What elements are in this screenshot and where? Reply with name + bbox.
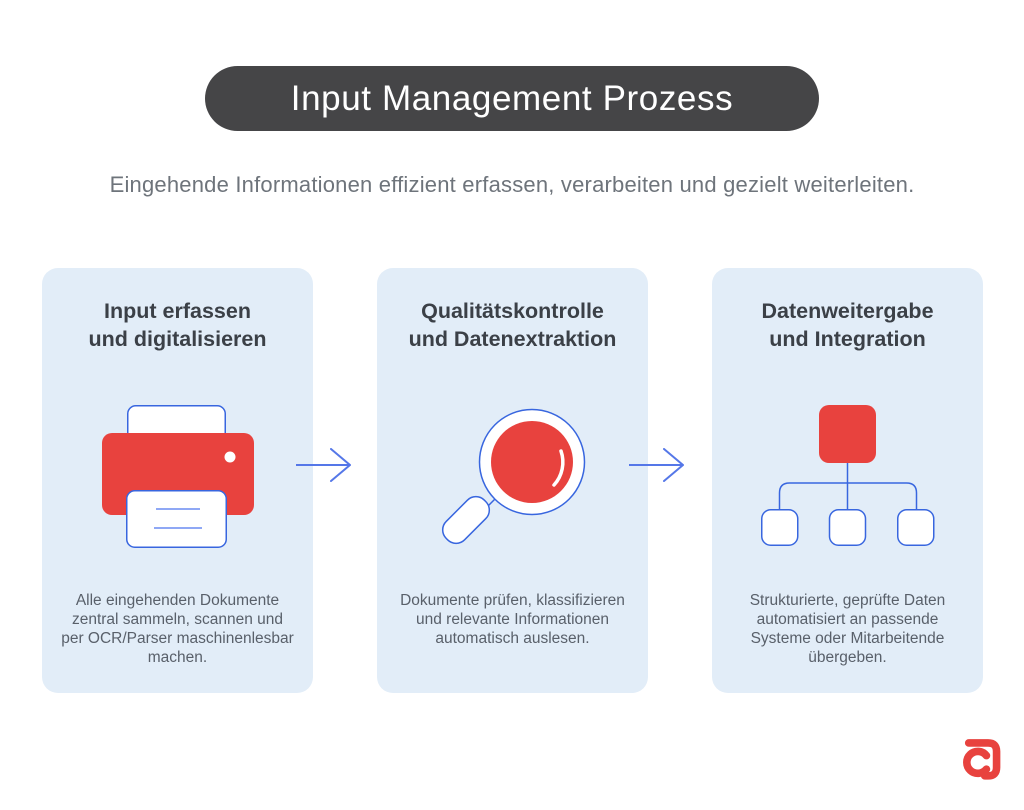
heading-line: und Integration [769,327,926,351]
org-hierarchy-icon [712,405,983,546]
card-heading: Datenweitergabe und Integration [712,297,983,353]
printer-icon [42,405,313,548]
title-banner: Input Management Prozess [205,66,819,131]
page-title: Input Management Prozess [290,78,734,118]
card-datenweitergabe: Datenweitergabe und Integration Struktur… [712,268,983,693]
description-line: machen. [147,649,208,666]
heading-line: und digitalisieren [88,327,267,351]
description-line: Systeme oder Mitarbeitende [750,630,945,647]
heading-line: und Datenextraktion [408,327,617,351]
description-line: per OCR/Parser maschinenlesbar [61,630,294,647]
brand-a-logo-icon [951,731,1005,787]
description-line: automatisch auslesen. [435,630,590,647]
description-line: automatisiert an passende [756,611,939,628]
description-line: Strukturierte, geprüfte Daten [749,592,946,609]
card-description: Dokumente prüfen, klassifizieren und rel… [377,591,648,648]
heading-line: Datenweitergabe [761,299,934,323]
card-input-erfassen: Input erfassen und digitalisieren Alle e… [42,268,313,693]
description-line: Dokumente prüfen, klassifizieren [400,592,625,609]
description-line: und relevante Informationen [415,611,610,628]
description-line: Alle eingehenden Dokumente [75,592,280,609]
card-heading: Input erfassen und digitalisieren [42,297,313,353]
card-description: Strukturierte, geprüfte Daten automatisi… [712,591,983,667]
description-line: übergeben. [808,649,887,666]
magnifier-icon [377,407,648,549]
heading-line: Input erfassen [104,299,251,323]
flow-arrow-icon [296,448,354,482]
flow-arrow-icon [629,448,687,482]
heading-line: Qualitätskontrolle [421,299,604,323]
card-qualitaetskontrolle: Qualitätskontrolle und Datenextraktion D… [377,268,648,693]
description-line: zentral sammeln, scannen und [71,611,284,628]
page-subtitle: Eingehende Informationen effizient erfas… [109,172,915,197]
card-description: Alle eingehenden Dokumente zentral samme… [42,591,313,667]
card-heading: Qualitätskontrolle und Datenextraktion [377,297,648,353]
